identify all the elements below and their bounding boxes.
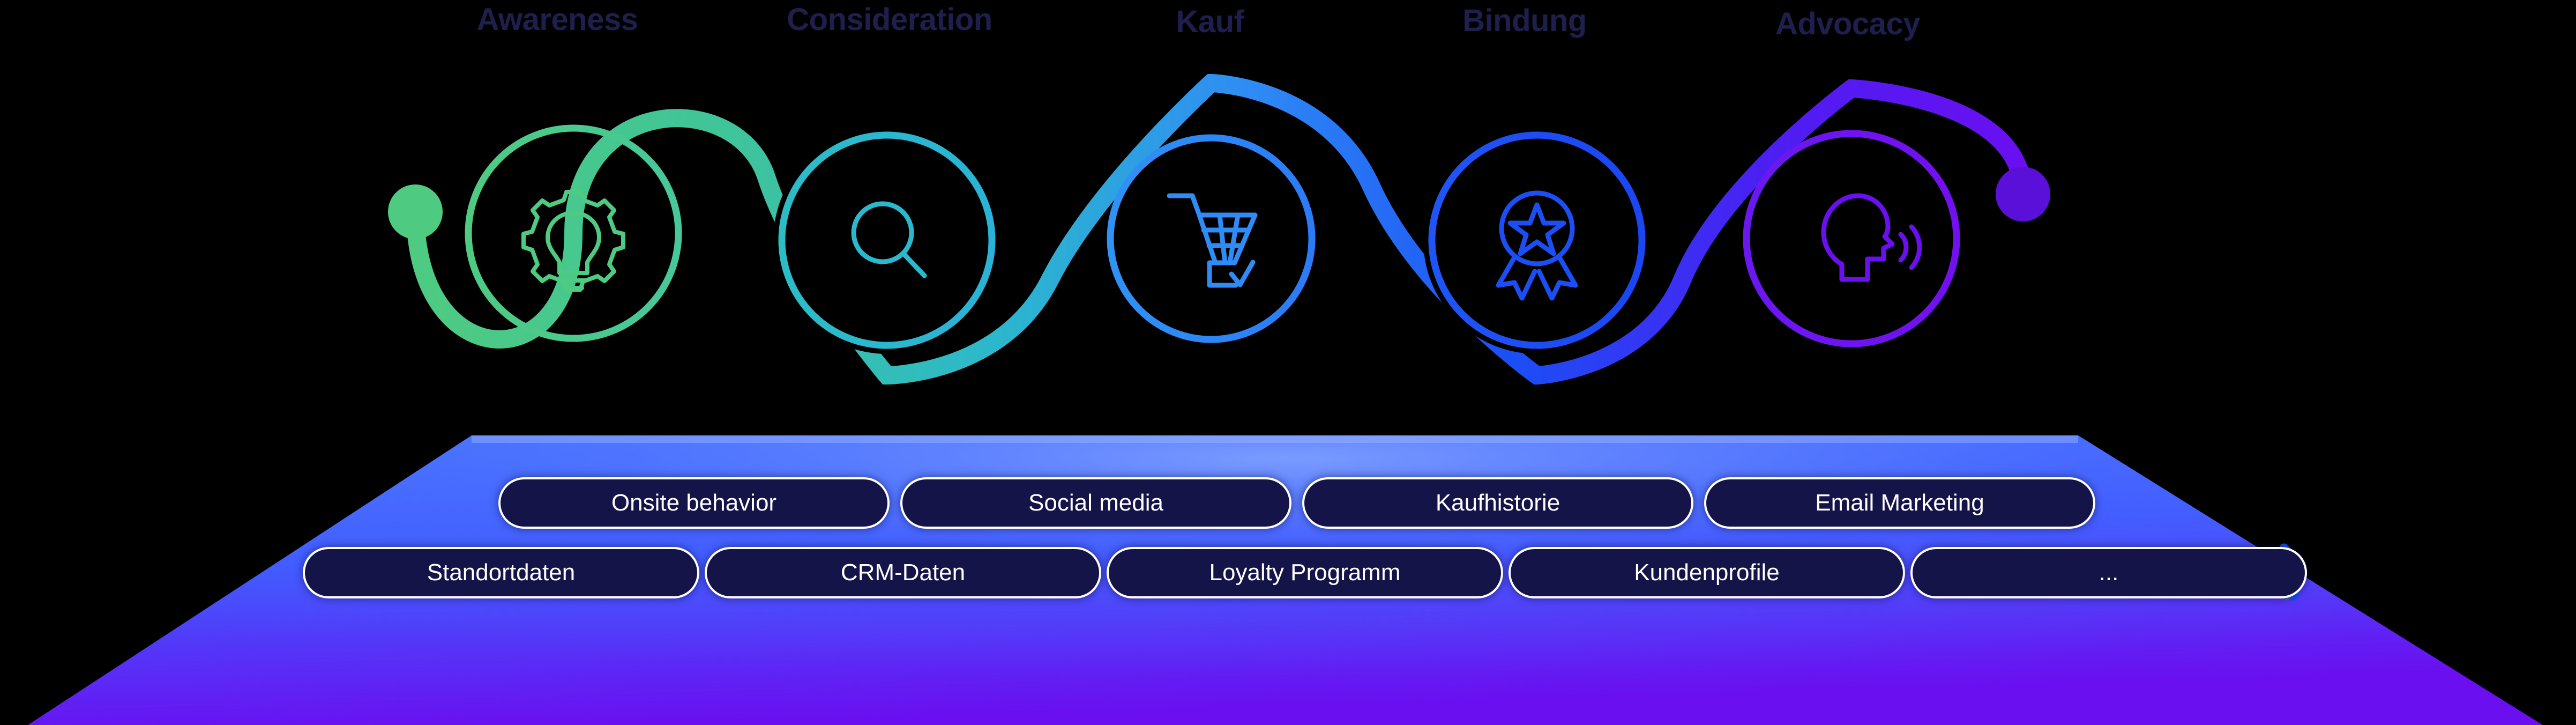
data-source-label: Email Marketing	[1815, 490, 1984, 516]
stage-circles	[465, 124, 1960, 349]
shopping-cart-icon	[1167, 193, 1258, 288]
data-source-label: CRM-Daten	[840, 559, 966, 586]
data-source-label: Onsite behavior	[611, 490, 777, 516]
speaking-head-icon	[1821, 193, 1922, 282]
stage-label-advocacy: Advocacy	[1775, 6, 1921, 41]
data-source-pill[interactable]: ...	[1910, 547, 2307, 598]
stage-label-bindung: Bindung	[1462, 3, 1587, 38]
data-source-label: Kundenprofile	[1634, 559, 1780, 586]
magnifier-icon	[851, 201, 927, 278]
data-source-label: ...	[2099, 559, 2119, 586]
stage-circle-awareness[interactable]	[465, 124, 682, 342]
data-source-label: Standortdaten	[427, 559, 576, 586]
stage-circle-advocacy[interactable]	[1743, 130, 1960, 347]
data-source-pill[interactable]: Social media	[900, 477, 1291, 529]
stage-label-kauf: Kauf	[1176, 4, 1244, 39]
stage-circle-kauf[interactable]	[1107, 134, 1316, 343]
lightbulb-gear-icon	[521, 190, 625, 292]
data-source-pill[interactable]: Loyalty Programm	[1107, 547, 1503, 598]
data-source-pill[interactable]: Email Marketing	[1704, 477, 2095, 529]
stage-circle-bindung[interactable]	[1428, 131, 1646, 349]
data-source-pill[interactable]: Onsite behavior	[498, 477, 890, 529]
stage-label-awareness: Awareness	[476, 2, 638, 37]
data-source-pill[interactable]: CRM-Daten	[705, 547, 1101, 598]
data-source-label: Loyalty Programm	[1209, 559, 1401, 586]
journey-end-dot	[1996, 167, 2050, 221]
data-source-pill[interactable]: Standortdaten	[303, 547, 699, 598]
data-source-pill[interactable]: Kundenprofile	[1509, 547, 1905, 598]
award-badge-icon	[1496, 190, 1578, 301]
stage-label-consideration: Consideration	[787, 2, 992, 37]
data-source-pill[interactable]: Kaufhistorie	[1302, 477, 1693, 529]
journey-start-dot	[388, 184, 443, 239]
stage-circle-consideration[interactable]	[778, 131, 996, 349]
data-source-label: Social media	[1028, 490, 1163, 516]
data-source-label: Kaufhistorie	[1435, 490, 1560, 516]
